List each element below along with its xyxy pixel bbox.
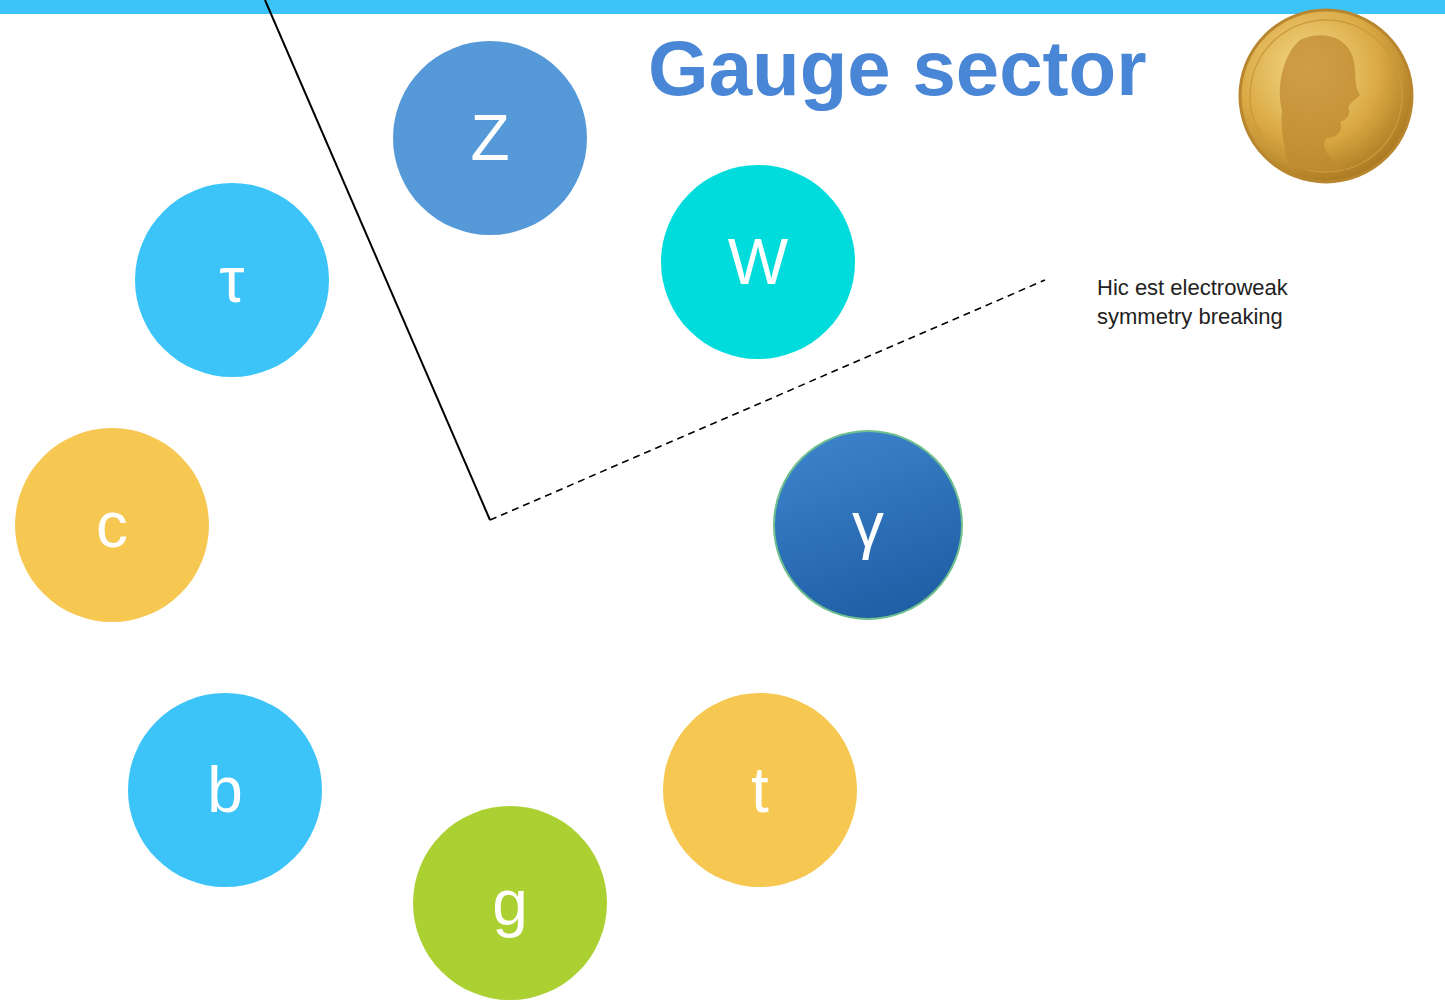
tau-circle: τ bbox=[135, 183, 329, 377]
particle-symbol: b bbox=[207, 758, 243, 822]
particle-symbol: W bbox=[728, 230, 788, 294]
top-bar bbox=[0, 0, 1445, 14]
particle-symbol: c bbox=[96, 493, 128, 557]
particle-symbol: γ bbox=[852, 493, 884, 557]
top-circle: t bbox=[663, 693, 857, 887]
bottom-circle: b bbox=[128, 693, 322, 887]
z-boson-circle: Z bbox=[393, 41, 587, 235]
gluon-circle: g bbox=[413, 806, 607, 1000]
charm-circle: c bbox=[15, 428, 209, 622]
particle-symbol: t bbox=[751, 758, 769, 822]
particle-symbol: τ bbox=[219, 248, 244, 312]
photon-circle: γ bbox=[773, 430, 963, 620]
nobel-medal bbox=[1240, 10, 1412, 182]
title: Gauge sector bbox=[648, 26, 1147, 112]
w-boson-circle: W bbox=[661, 165, 855, 359]
note-label: Hic est electroweak symmetry breaking bbox=[1097, 274, 1347, 331]
particle-symbol: Z bbox=[470, 106, 509, 170]
particle-symbol: g bbox=[492, 871, 528, 935]
